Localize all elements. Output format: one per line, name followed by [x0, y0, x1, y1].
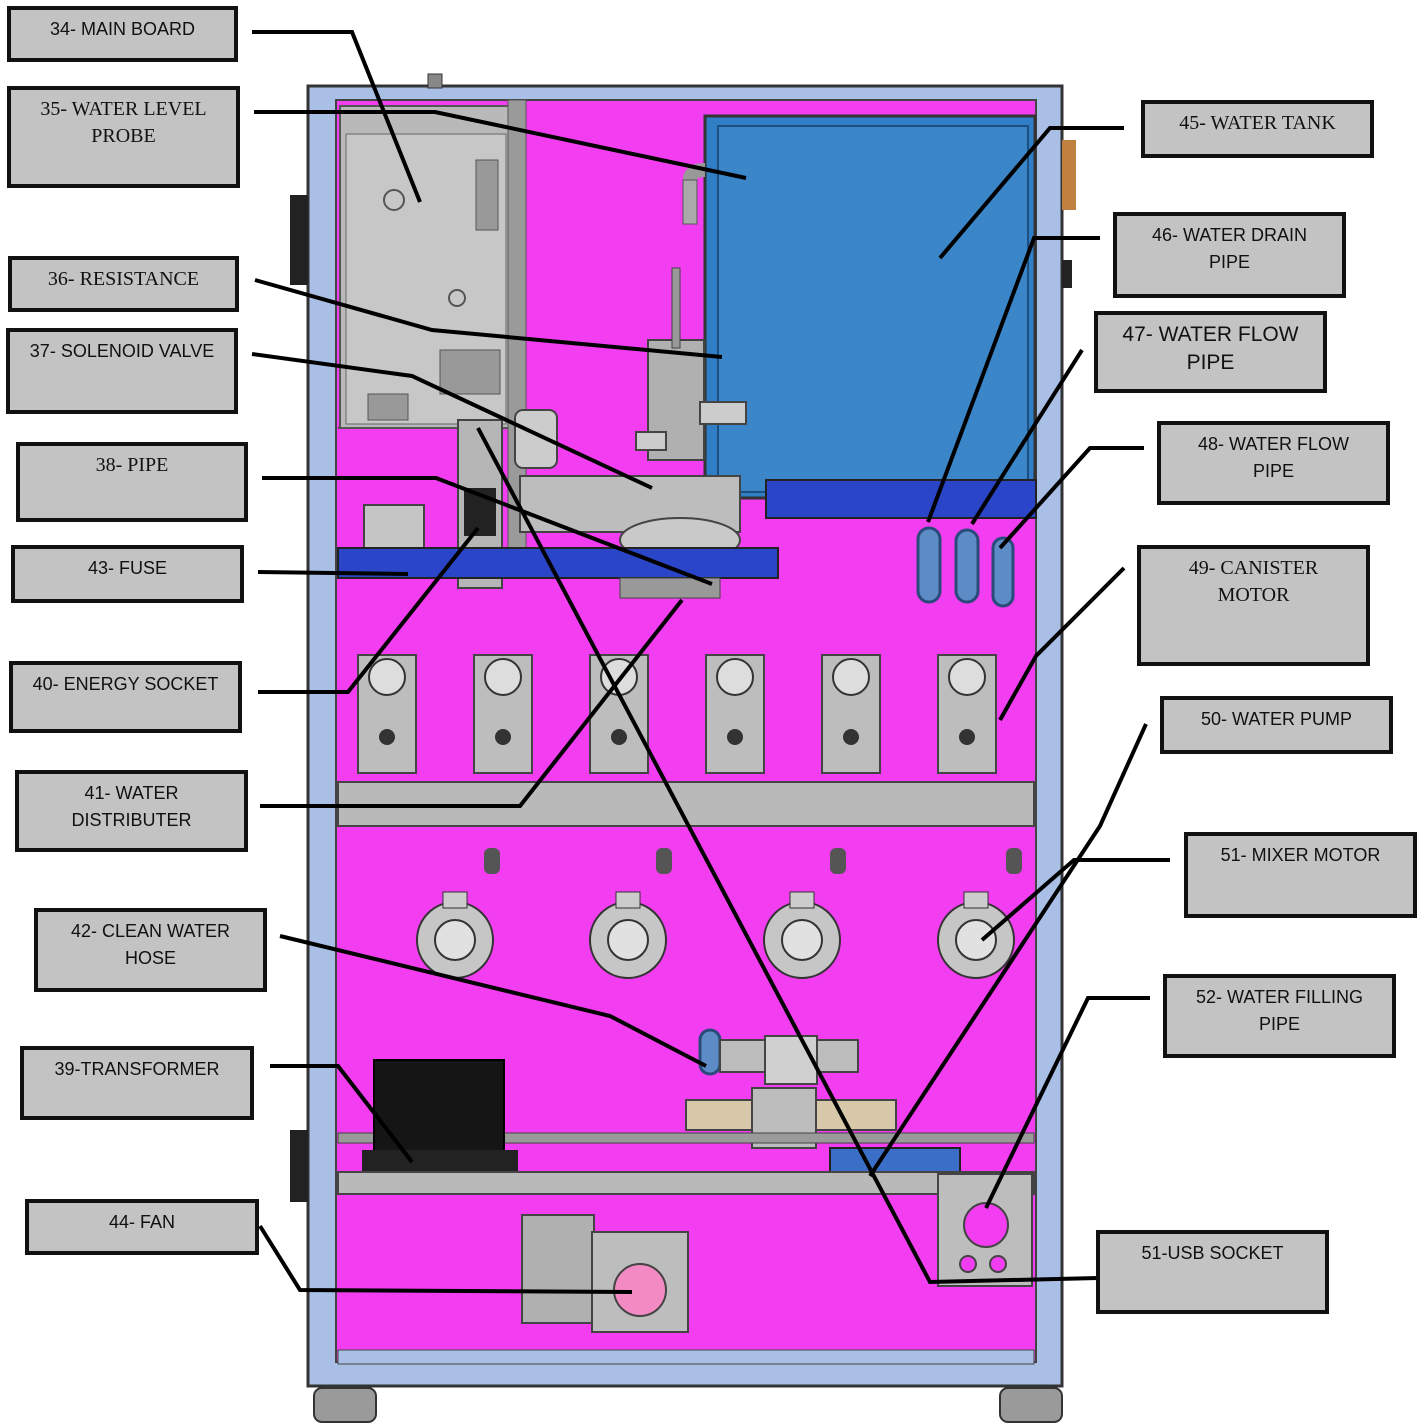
- label-solenoid-valve: 37- SOLENOID VALVE: [6, 328, 238, 414]
- label-fuse: 43- FUSE: [11, 545, 244, 603]
- label-energy-socket-text: 40- ENERGY SOCKET: [32, 674, 219, 694]
- leader-main-board: [252, 30, 422, 203]
- side-switch: [290, 195, 308, 285]
- label-water-pump: 50- WATER PUMP: [1160, 696, 1393, 754]
- label-water-pump-text: 50- WATER PUMP: [1200, 709, 1352, 729]
- label-water-filling-pipe: 52- WATER FILLING PIPE: [1163, 974, 1396, 1058]
- label-water-distributer-line1: 41- WATER: [84, 783, 179, 803]
- label-mixer-motor: 51- MIXER MOTOR: [1184, 832, 1417, 918]
- leader-water-pump: [868, 723, 1148, 1178]
- leader-lines: [251, 30, 1170, 1294]
- label-resistance: 36- RESISTANCE: [8, 256, 239, 312]
- label-water-flow-pipe-47-line1: 47- WATER FLOW: [1122, 323, 1299, 346]
- top-knob: [427, 73, 443, 89]
- label-water-tank-text: 45- WATER TANK: [1179, 112, 1336, 134]
- label-mixer-motor-text: 51- MIXER MOTOR: [1220, 845, 1381, 865]
- leader-solenoid-valve: [251, 352, 653, 490]
- leader-water-filling-pipe: [984, 996, 1150, 1209]
- label-water-drain-pipe: 46- WATER DRAIN PIPE: [1113, 212, 1346, 298]
- label-water-distributer-line2: DISTRIBUTER: [71, 810, 192, 830]
- water-tank: [682, 114, 1037, 519]
- label-water-distributer: 41- WATER DISTRIBUTER: [15, 770, 248, 852]
- foot-right: [999, 1387, 1063, 1423]
- label-canister-motor-line2: MOTOR: [1217, 584, 1290, 606]
- label-usb-socket-text: 51-USB SOCKET: [1141, 1243, 1284, 1263]
- leader-pipe: [262, 476, 713, 586]
- label-water-level-probe-line1: 35- WATER LEVEL: [40, 98, 207, 120]
- leader-fuse: [257, 570, 409, 576]
- leader-clean-water-hose: [279, 934, 707, 1068]
- label-resistance-text: 36- RESISTANCE: [47, 268, 200, 290]
- side-clip: [1062, 260, 1072, 288]
- flow-pipes: [916, 526, 1015, 608]
- side-bracket: [1062, 140, 1076, 210]
- leader-fan: [258, 1224, 633, 1294]
- label-water-flow-pipe-48-line2: PIPE: [1252, 461, 1295, 481]
- label-solenoid-valve-text: 37- SOLENOID VALVE: [29, 341, 215, 361]
- label-clean-water-hose-line1: 42- CLEAN WATER: [70, 921, 231, 941]
- label-canister-motor-line1: 49- CANISTER: [1188, 557, 1319, 579]
- label-pipe-text: 38- PIPE: [95, 454, 169, 476]
- main-board: [339, 99, 527, 571]
- leader-transformer: [270, 1064, 414, 1164]
- label-water-tank: 45- WATER TANK: [1141, 100, 1374, 158]
- label-clean-water-hose-line2: HOSE: [124, 948, 176, 968]
- leader-water-level-probe: [254, 110, 747, 180]
- label-fan: 44- FAN: [25, 1199, 259, 1255]
- label-water-level-probe: 35- WATER LEVEL PROBE: [7, 86, 240, 188]
- leader-mixer-motor: [980, 858, 1170, 942]
- label-water-level-probe-line2: PROBE: [91, 125, 156, 147]
- label-water-flow-pipe-48-line1: 48- WATER FLOW: [1197, 434, 1349, 454]
- leader-canister-motor: [998, 566, 1126, 721]
- label-fan-text: 44- FAN: [108, 1212, 176, 1232]
- label-energy-socket: 40- ENERGY SOCKET: [9, 661, 242, 733]
- label-transformer-text: 39-TRANSFORMER: [54, 1059, 220, 1079]
- label-pipe: 38- PIPE: [16, 442, 248, 522]
- leader-water-drain-pipe: [926, 236, 1100, 523]
- side-switch-lower: [290, 1130, 308, 1202]
- label-canister-motor: 49- CANISTER MOTOR: [1137, 545, 1370, 666]
- water-pump-assembly: [337, 1028, 1035, 1175]
- leader-usb-socket: [476, 427, 1099, 1285]
- label-water-drain-pipe-line2: PIPE: [1208, 252, 1251, 272]
- label-water-flow-pipe-48: 48- WATER FLOW PIPE: [1157, 421, 1390, 505]
- label-usb-socket: 51-USB SOCKET: [1096, 1230, 1329, 1314]
- label-water-filling-pipe-line1: 52- WATER FILLING: [1195, 987, 1364, 1007]
- label-main-board: 34- MAIN BOARD: [7, 6, 238, 62]
- label-water-flow-pipe-47: 47- WATER FLOW PIPE: [1094, 311, 1327, 393]
- label-fuse-text: 43- FUSE: [87, 558, 168, 578]
- leader-water-distributer: [260, 598, 684, 808]
- leader-energy-socket: [258, 526, 480, 694]
- leader-water-tank: [938, 126, 1124, 260]
- leader-water-flow-pipe-47: [970, 348, 1084, 526]
- leader-resistance: [254, 278, 723, 359]
- lower-section: [337, 1171, 1035, 1365]
- mixer-motors: [416, 848, 1022, 979]
- label-transformer: 39-TRANSFORMER: [20, 1046, 254, 1120]
- label-clean-water-hose: 42- CLEAN WATER HOSE: [34, 908, 267, 992]
- label-water-filling-pipe-line2: PIPE: [1258, 1014, 1301, 1034]
- foot-left: [313, 1387, 377, 1423]
- label-main-board-text: 34- MAIN BOARD: [49, 19, 196, 39]
- leader-water-flow-pipe-48: [998, 446, 1144, 550]
- label-water-drain-pipe-line1: 46- WATER DRAIN: [1151, 225, 1307, 245]
- canister-motors: [337, 654, 1035, 827]
- label-water-flow-pipe-47-line2: PIPE: [1186, 351, 1235, 375]
- transformer: [362, 1059, 518, 1173]
